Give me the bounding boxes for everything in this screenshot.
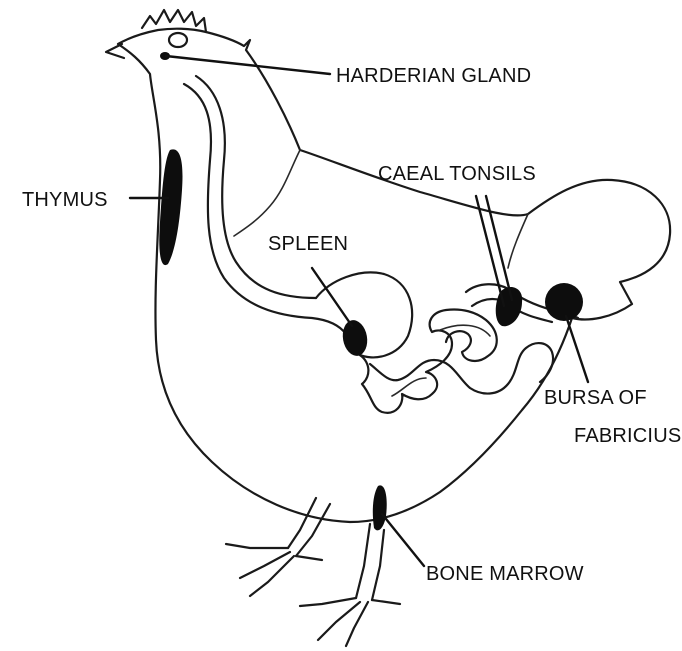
label-thymus: THYMUS: [22, 189, 108, 211]
left-foot: [226, 544, 322, 596]
right-leg: [356, 524, 384, 600]
body-outline: [118, 29, 670, 522]
esophagus: [184, 84, 346, 334]
label-harderian-gland: HARDERIAN GLAND: [336, 65, 531, 87]
label-caeal-tonsils: CAEAL TONSILS: [378, 163, 536, 185]
spleen-organ: [340, 318, 370, 358]
lymphoid-organs: [159, 33, 583, 530]
wing-line: [234, 150, 300, 236]
label-bursa-line1: BURSA OF: [544, 387, 647, 409]
digestive-tract: [184, 76, 578, 413]
bone-marrow-organ: [373, 485, 387, 530]
leader-bone-marrow: [382, 514, 424, 566]
left-leg: [288, 498, 330, 556]
bursa-organ: [545, 283, 583, 321]
label-bursa-line2: FABRICIUS: [574, 425, 681, 447]
eye: [169, 33, 187, 47]
label-bone-marrow: BONE MARROW: [426, 563, 584, 585]
leader-harderian: [166, 56, 330, 74]
right-foot: [300, 598, 400, 646]
intestinal-coils-2: [370, 343, 553, 394]
thymus-organ: [159, 149, 182, 265]
esophagus-inner: [196, 76, 316, 298]
tail-line: [508, 214, 528, 268]
leader-bursa: [566, 316, 588, 382]
label-spleen: SPLEEN: [268, 233, 348, 255]
